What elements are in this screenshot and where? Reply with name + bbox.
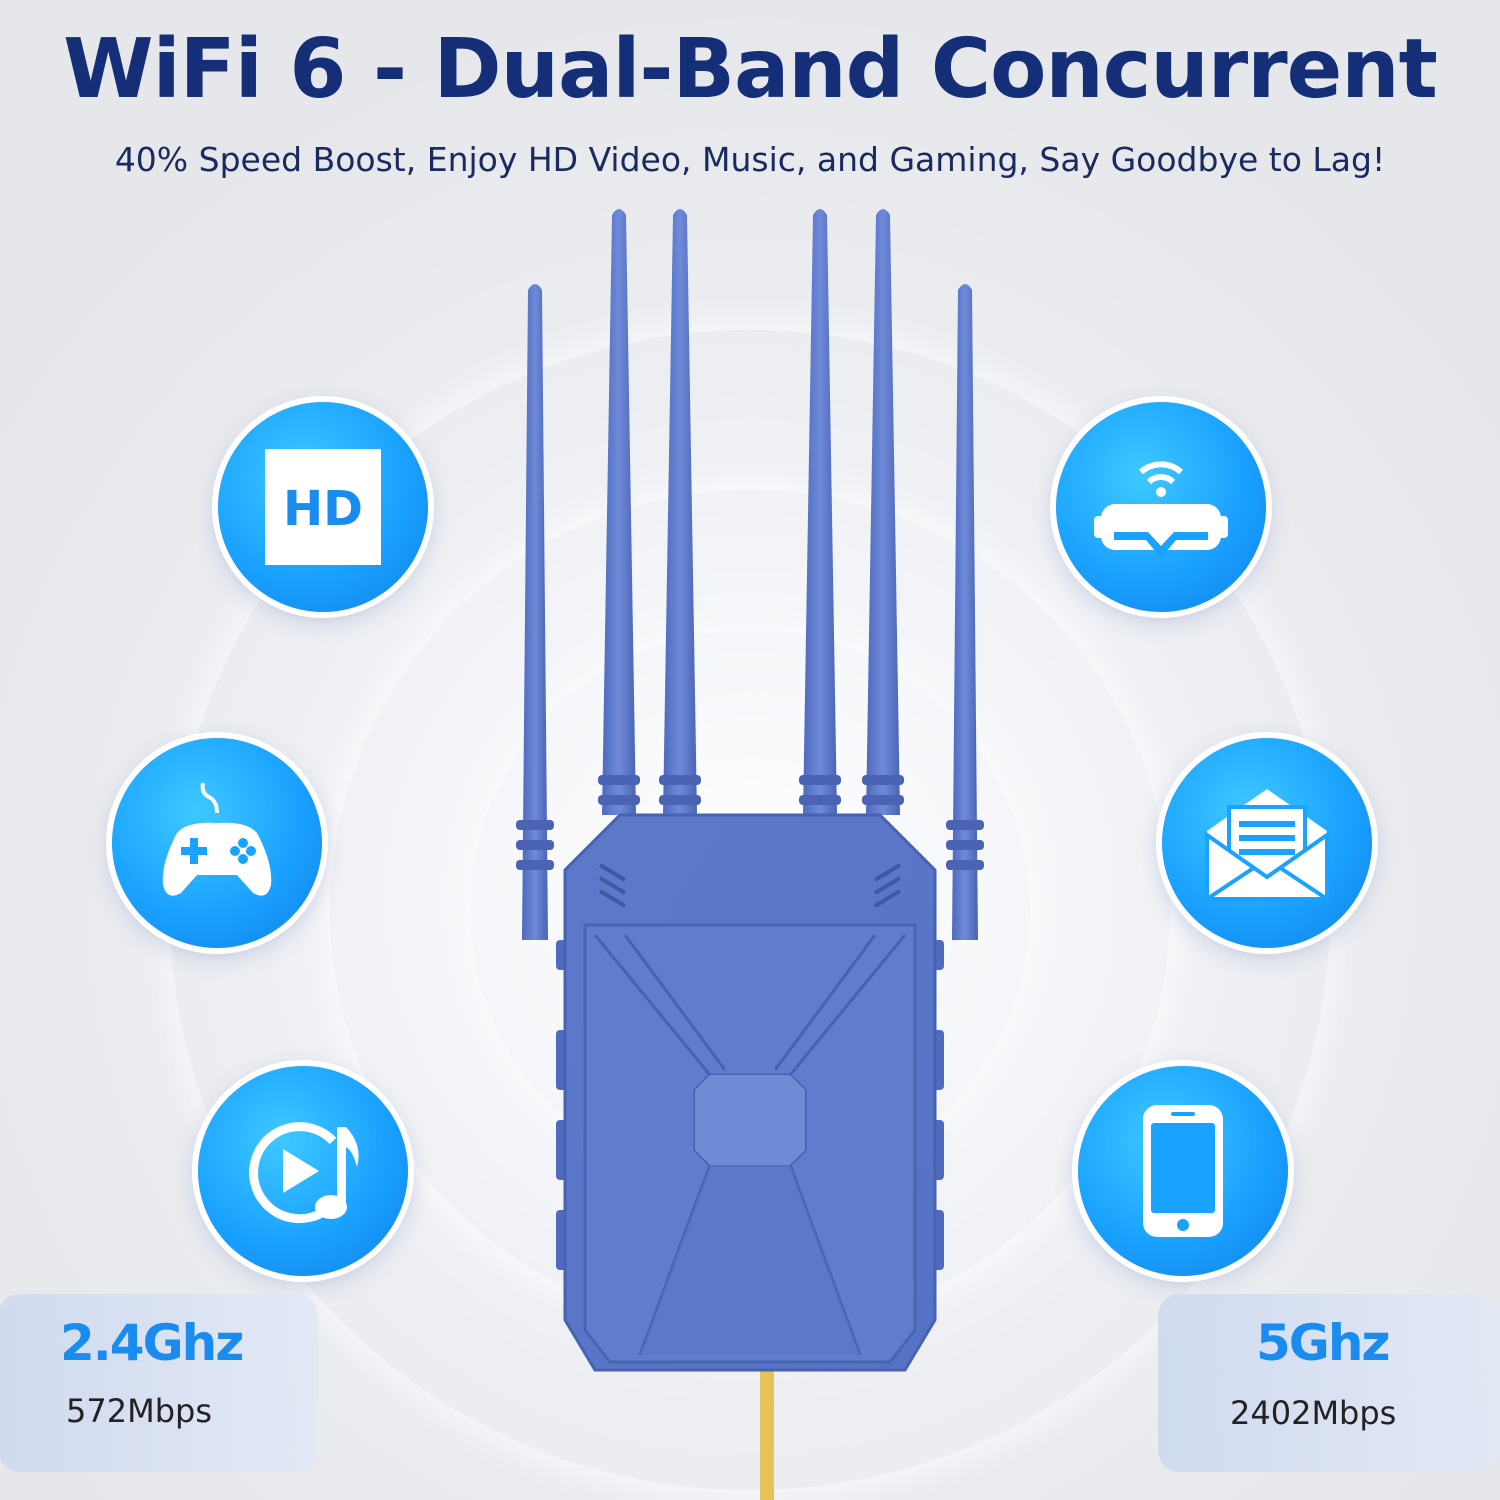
band-5ghz-frequency: 5Ghz	[1256, 1314, 1391, 1372]
hd-video-feature: HD	[218, 402, 428, 612]
play-music-icon	[249, 1122, 359, 1224]
band-24ghz-frequency: 2.4Ghz	[60, 1314, 244, 1372]
email-feature	[1162, 738, 1372, 948]
page-title: WiFi 6 - Dual-Band Concurrent	[63, 22, 1438, 117]
music-video-feature	[198, 1066, 408, 1276]
band-5ghz-panel: 5Ghz 2402Mbps	[1158, 1294, 1500, 1472]
vr-headset-icon	[1094, 461, 1228, 558]
vr-feature	[1056, 402, 1266, 612]
gamepad-icon	[162, 782, 272, 896]
mobile-feature	[1078, 1066, 1288, 1276]
page-subtitle: 40% Speed Boost, Enjoy HD Video, Music, …	[114, 140, 1386, 179]
envelope-icon	[1205, 789, 1329, 901]
band-5ghz-speed: 2402Mbps	[1230, 1394, 1397, 1432]
hd-icon: HD	[265, 449, 381, 565]
smartphone-icon	[1143, 1105, 1223, 1237]
band-24ghz-speed: 572Mbps	[66, 1392, 212, 1430]
hd-icon-label: HD	[283, 481, 363, 537]
router-antennas	[516, 209, 984, 940]
router-cable	[760, 1360, 774, 1500]
band-24ghz-panel: 2.4Ghz 572Mbps	[0, 1294, 318, 1472]
gaming-feature	[112, 738, 322, 948]
router-vents	[598, 863, 902, 908]
